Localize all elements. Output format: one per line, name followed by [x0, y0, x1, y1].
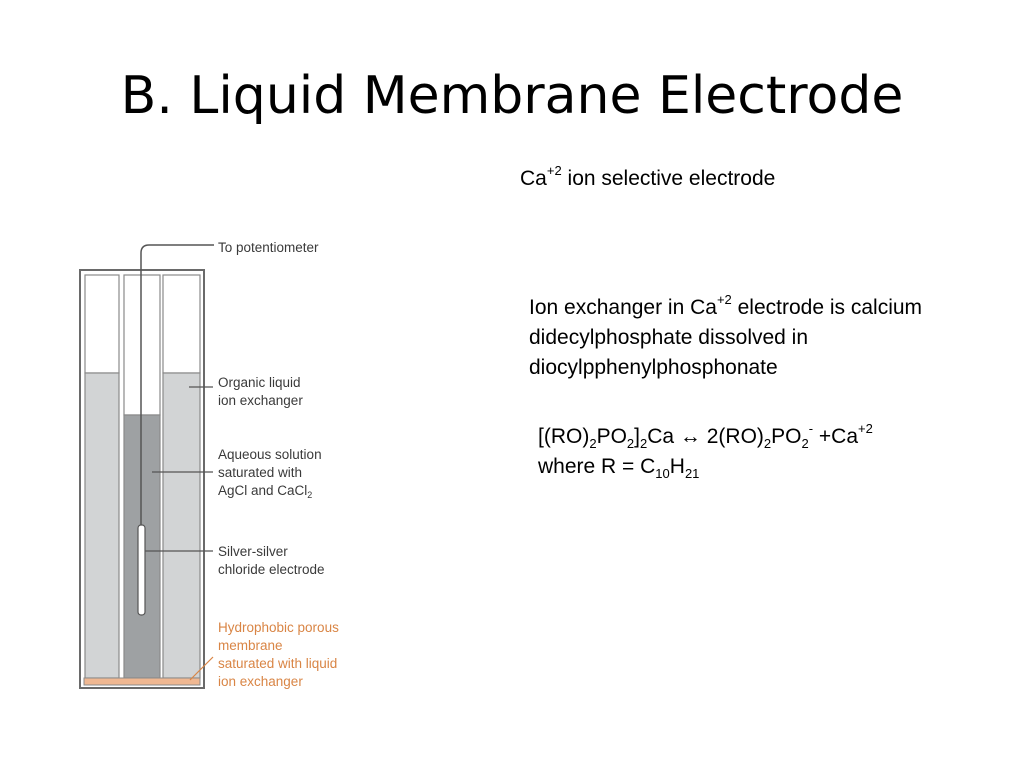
subtitle-rest: ion selective electrode [561, 167, 776, 190]
label-membrane-1: Hydrophobic porous [218, 620, 339, 635]
left-organic-liquid [84, 372, 120, 679]
eq-text: ] [634, 425, 640, 448]
eq-text: H [669, 455, 685, 478]
left-chamber-air [84, 274, 120, 374]
eq-text: where R = C [538, 455, 656, 478]
eq-subscript: 2 [626, 436, 635, 452]
label-organic-2: ion exchanger [218, 393, 303, 408]
equation-line-2: where R = C10H21 [538, 452, 978, 482]
eq-superscript: +2 [858, 421, 873, 436]
label-organic-1: Organic liquid [218, 375, 301, 390]
equation-line-1: [(RO)2PO2]2Ca ↔ 2(RO)2PO2- +Ca+2 [538, 422, 978, 452]
eq-subscript: 10 [655, 466, 670, 482]
label-membrane-3: saturated with liquid [218, 656, 337, 671]
eq-subscript: 21 [684, 466, 700, 482]
label-aqueous-3: AgCl and CaCl2 [218, 483, 312, 500]
eq-text: +Ca [813, 425, 859, 448]
page-title: B. Liquid Membrane Electrode [120, 66, 904, 126]
eq-superscript: - [808, 421, 814, 436]
description-part-1: Ion exchanger in Ca [529, 296, 717, 319]
description: Ion exchanger in Ca+2 electrode is calci… [529, 293, 949, 383]
eq-text: PO [771, 425, 802, 448]
description-part-2: electrode is calcium didecylphosphate di… [529, 296, 923, 379]
eq-text: [(RO) [538, 425, 590, 448]
equation: [(RO)2PO2]2Ca ↔ 2(RO)2PO2- +Ca+2 where R… [538, 422, 978, 482]
porous-membrane [83, 677, 201, 686]
eq-subscript: 2 [763, 436, 772, 452]
subtitle-ion: Ca [520, 167, 547, 190]
label-aqueous-3-text: AgCl and CaCl [218, 483, 307, 498]
electrode-wire [140, 244, 214, 530]
label-silver-1: Silver-silver [218, 544, 288, 559]
label-membrane-4: ion exchanger [218, 674, 303, 689]
eq-subscript: 2 [801, 436, 809, 452]
label-potentiometer: To potentiometer [218, 240, 319, 255]
eq-text: Ca ↔ 2(RO) [647, 425, 764, 448]
description-charge: +2 [716, 292, 732, 307]
label-aqueous-subscript: 2 [307, 490, 312, 500]
label-aqueous-2: saturated with [218, 465, 302, 480]
membrane-leader-line [189, 656, 214, 681]
subtitle-charge: +2 [546, 163, 562, 178]
right-organic-liquid [162, 372, 201, 679]
silver-electrode [137, 524, 146, 616]
eq-subscript: 2 [589, 436, 597, 452]
subtitle: Ca+2 ion selective electrode [520, 164, 775, 194]
eq-subscript: 2 [639, 436, 648, 452]
label-membrane-2: membrane [218, 638, 283, 653]
eq-text: PO [596, 425, 627, 448]
right-chamber-air [162, 274, 201, 374]
label-aqueous-1: Aqueous solution [218, 447, 322, 462]
electrode-diagram: To potentiometer Organic liquid ion exch… [79, 240, 339, 689]
center-tube-air [123, 274, 161, 416]
label-silver-2: chloride electrode [218, 562, 325, 577]
